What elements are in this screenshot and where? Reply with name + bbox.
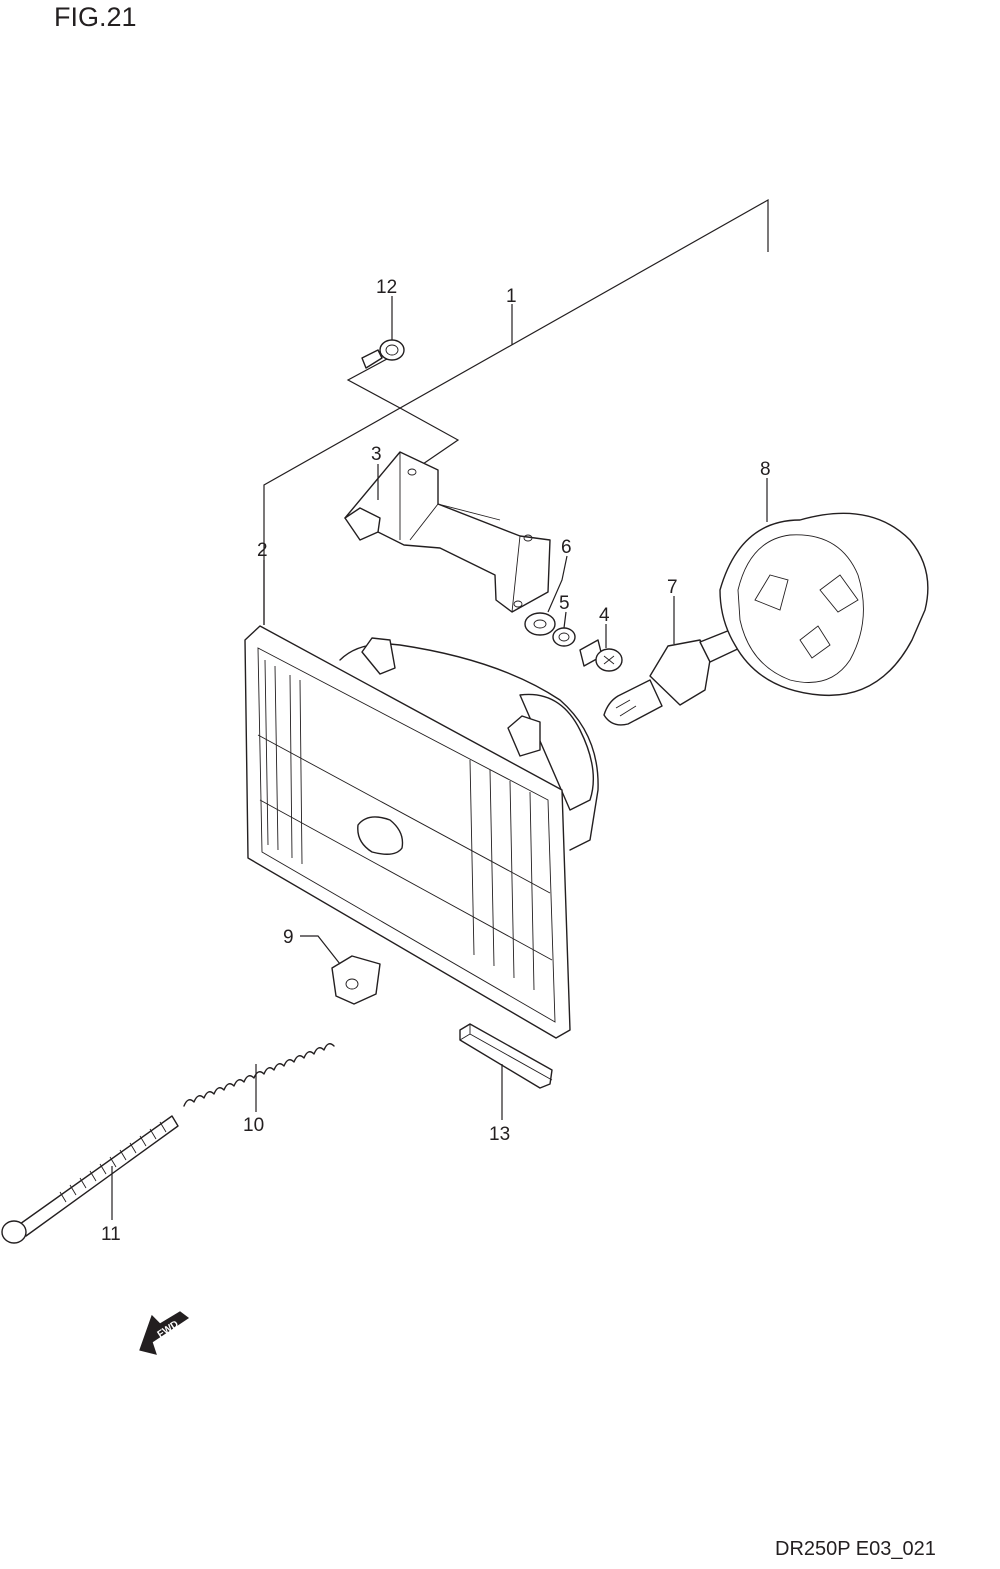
callout-4: 4 bbox=[599, 605, 610, 626]
leader-lines bbox=[111, 296, 768, 1220]
callout-2: 2 bbox=[257, 540, 268, 561]
callout-9: 9 bbox=[283, 927, 294, 948]
part-7-bulb bbox=[603, 627, 745, 726]
callout-3: 3 bbox=[371, 444, 382, 465]
part-9-clip-nut bbox=[331, 955, 381, 1005]
callout-6: 6 bbox=[561, 537, 572, 558]
part-3-bracket bbox=[344, 451, 551, 613]
callout-12: 12 bbox=[376, 277, 397, 298]
callout-10: 10 bbox=[243, 1115, 264, 1136]
part-5-lock-washer bbox=[552, 627, 576, 647]
part-12-screw bbox=[361, 339, 405, 369]
part-13-cushion bbox=[459, 1023, 553, 1089]
assembly-bracket-lines bbox=[263, 198, 769, 625]
callout-13: 13 bbox=[489, 1124, 510, 1145]
part-10-spring bbox=[183, 1043, 335, 1107]
callout-5: 5 bbox=[559, 593, 570, 614]
callout-1: 1 bbox=[506, 286, 517, 307]
callout-11: 11 bbox=[101, 1224, 121, 1245]
drawing-reference: DR250P E03_021 bbox=[775, 1538, 936, 1560]
part-11-adjusting-screw bbox=[1, 1115, 179, 1244]
part-6-washer bbox=[524, 612, 556, 636]
figure-title: FIG.21 bbox=[54, 2, 137, 32]
part-8-socket-cover bbox=[719, 512, 929, 697]
callout-7: 7 bbox=[667, 577, 678, 598]
part-2-headlight-unit bbox=[244, 625, 599, 1039]
fwd-arrow-icon: FWD bbox=[139, 1311, 190, 1355]
callout-8: 8 bbox=[760, 459, 771, 480]
part-4-screw bbox=[579, 639, 623, 672]
